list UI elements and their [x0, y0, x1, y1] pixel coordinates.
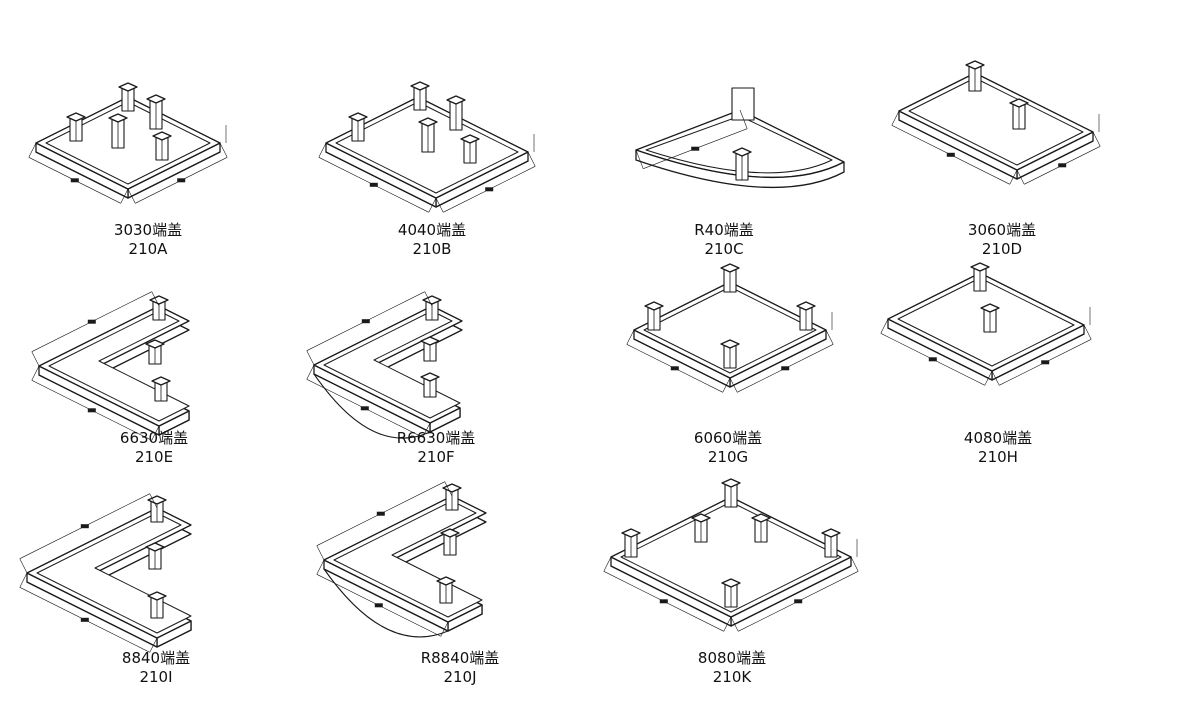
diagram-210B: [318, 81, 536, 213]
model-label: 6630端盖: [119, 429, 189, 447]
code-label: 210B: [412, 240, 452, 258]
model-label: R6630端盖: [396, 429, 476, 447]
code-label: 210E: [134, 448, 174, 466]
model-label: 4080端盖: [963, 429, 1033, 447]
model-label: 8840端盖: [121, 649, 191, 667]
model-label: 3060端盖: [967, 221, 1037, 239]
diagram-210D: [891, 60, 1101, 185]
diagram-210A: [28, 82, 228, 204]
code-label: 210D: [981, 240, 1023, 258]
code-label: 210K: [712, 668, 752, 686]
diagram-210H: [880, 262, 1092, 386]
diagram-210C: [635, 87, 845, 189]
model-label: 6060端盖: [693, 429, 763, 447]
code-label: 210J: [443, 668, 477, 686]
code-label: 210H: [978, 448, 1018, 466]
code-label: 210A: [128, 240, 168, 258]
code-label: 210I: [139, 668, 173, 686]
diagram-210G: [626, 263, 834, 393]
model-label: R8840端盖: [420, 649, 500, 667]
model-label: 4040端盖: [397, 221, 467, 239]
model-label: R40端盖: [694, 221, 754, 239]
code-label: 210C: [704, 240, 744, 258]
diagram-210F: [306, 291, 463, 439]
code-label: 210G: [707, 448, 749, 466]
diagram-210E: [31, 291, 190, 441]
model-label: 8080端盖: [697, 649, 767, 667]
code-label: 210F: [417, 448, 455, 466]
diagram-210K: [603, 478, 859, 632]
model-label: 3030端盖: [113, 221, 183, 239]
diagram-210I: [19, 493, 192, 653]
diagram-210J: [316, 481, 487, 638]
